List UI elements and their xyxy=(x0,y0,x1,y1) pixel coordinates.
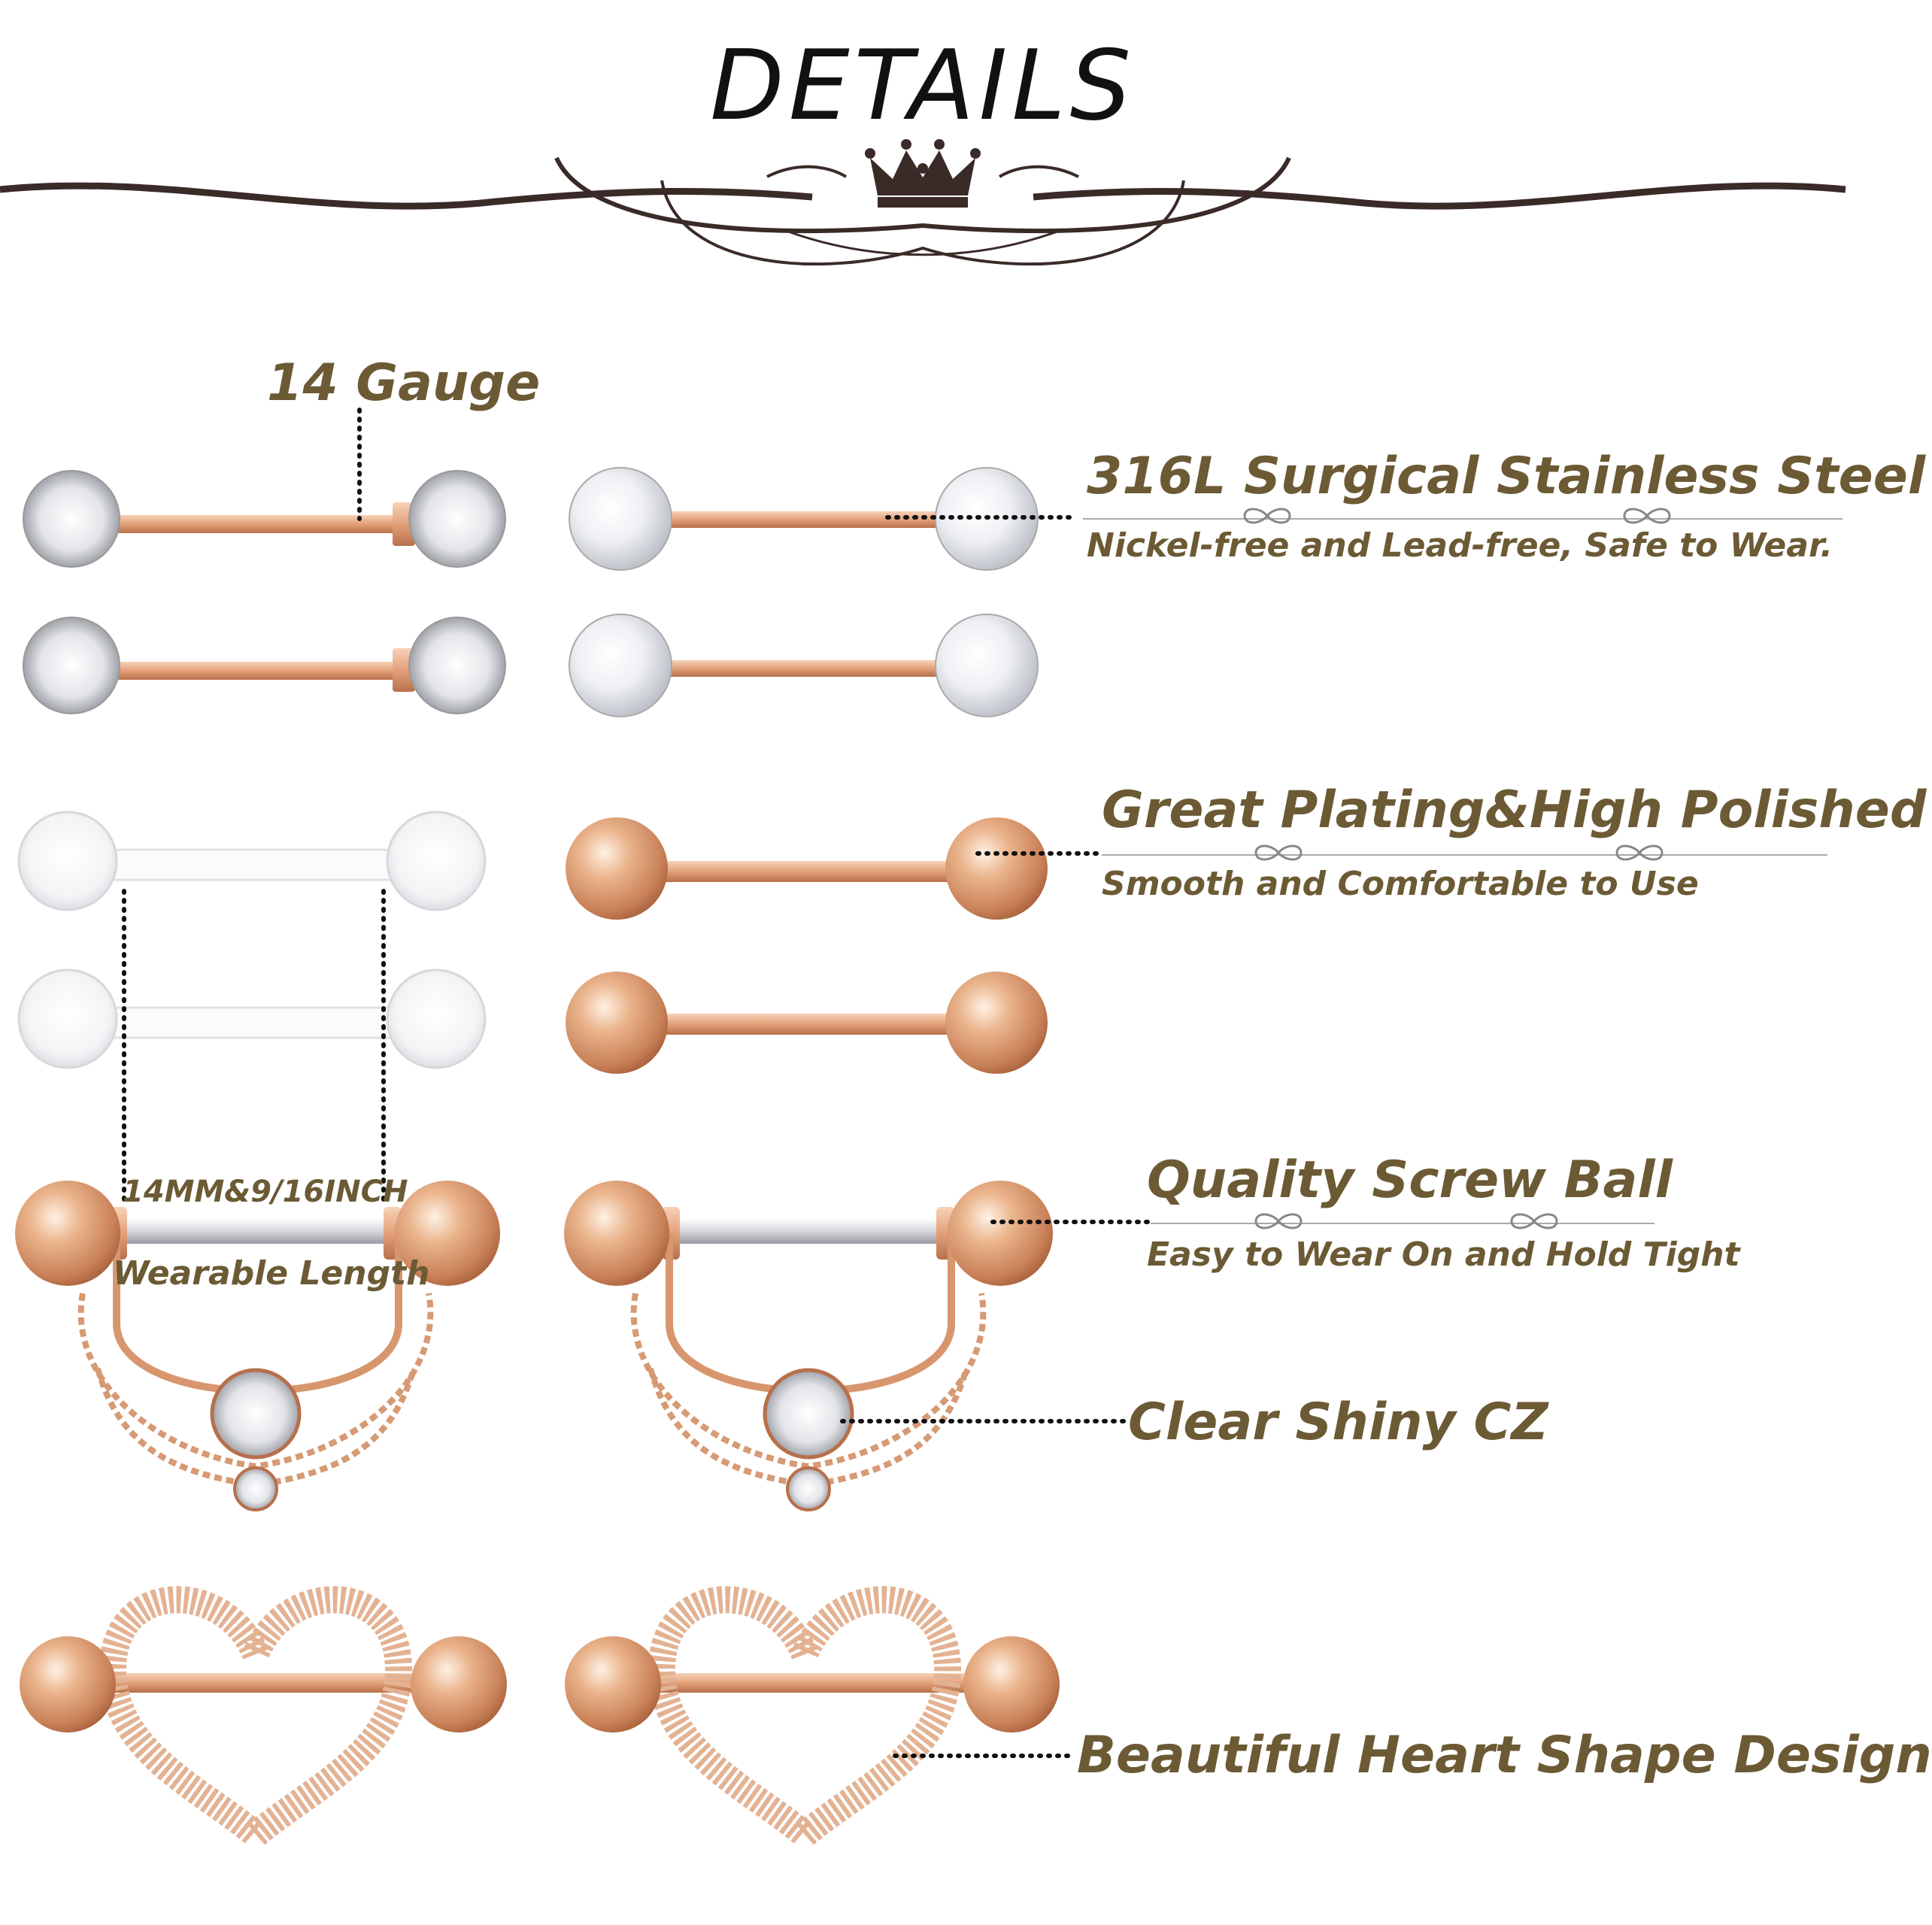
length-label: Wearable Length xyxy=(113,1254,430,1293)
length-value: 14MM&9/16INCH xyxy=(123,1175,408,1209)
clear-bioflex-barbell xyxy=(17,811,487,911)
leader-lines xyxy=(122,408,1153,1758)
plating-subtitle: Smooth and Comfortable to Use xyxy=(1102,865,1699,903)
divider-steel xyxy=(1083,508,1843,524)
divider-screw xyxy=(1151,1213,1654,1229)
crown-icon xyxy=(865,139,981,208)
gold-ball-barbell xyxy=(566,972,1048,1074)
steel-subtitle: Nickel-free and Lead-free, Safe to Wear. xyxy=(1087,526,1833,565)
screw-subtitle: Easy to Wear On and Hold Tight xyxy=(1147,1235,1740,1274)
gauge-label: 14 Gauge xyxy=(267,353,541,413)
infinity-icon xyxy=(1510,1213,1558,1229)
gold-ball-barbell xyxy=(566,817,1048,920)
cz-barbell xyxy=(23,470,506,568)
lace-shield-barbell xyxy=(15,1181,500,1511)
infinity-icon xyxy=(1254,1213,1303,1229)
lace-shield-barbell xyxy=(564,1181,1053,1511)
heart-shield-barbell xyxy=(20,1586,507,1853)
crystal-ball-barbell xyxy=(569,614,1039,717)
screw-title: Quality Screw Ball xyxy=(1147,1150,1673,1210)
clear-bioflex-barbell xyxy=(17,969,487,1069)
plating-title: Great Plating&High Polished xyxy=(1102,781,1927,840)
infinity-icon xyxy=(1623,508,1671,524)
heart-shield-barbell xyxy=(565,1586,1060,1853)
heart-label: Beautiful Heart Shape Design xyxy=(1077,1726,1932,1785)
steel-title: 316L Surgical Stainless Steel xyxy=(1087,447,1926,506)
ornament-divider xyxy=(0,156,1846,266)
illustration-layer xyxy=(0,139,1846,1853)
infinity-icon xyxy=(1243,508,1291,524)
infinity-icon xyxy=(1615,844,1664,861)
cz-label: Clear Shiny CZ xyxy=(1128,1393,1548,1452)
page-title: DETAILS xyxy=(710,30,1136,142)
cz-barbell xyxy=(23,617,506,714)
product-details-graphic: DETAILS xyxy=(0,30,1932,1853)
divider-plating xyxy=(1102,844,1827,861)
infinity-icon xyxy=(1254,844,1303,861)
